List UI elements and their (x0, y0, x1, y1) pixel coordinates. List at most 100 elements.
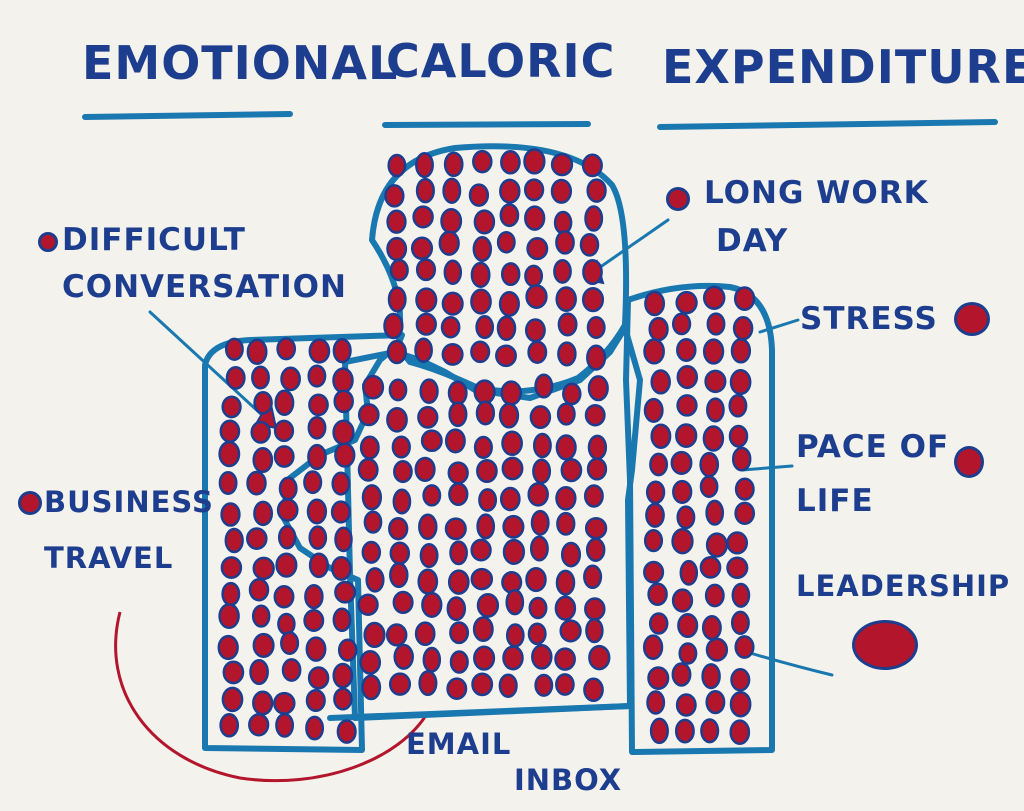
label-business-1: BUSINESS (44, 485, 214, 519)
red-dot (587, 434, 608, 461)
title-word-emotional: EMOTIONAL (82, 36, 399, 90)
red-dot (336, 719, 357, 744)
red-dot (676, 394, 698, 417)
red-dot (303, 609, 325, 632)
bullet-stress (954, 302, 990, 336)
red-dot (361, 674, 382, 701)
red-dot (579, 232, 600, 257)
red-dot (505, 589, 525, 616)
red-dot (221, 395, 242, 419)
red-dot (422, 484, 442, 507)
red-dot (384, 184, 405, 208)
bullet-difficult (38, 232, 58, 252)
red-dot (420, 429, 443, 453)
bullet-leadership (852, 620, 918, 670)
red-dot (701, 663, 721, 690)
red-dot (550, 152, 574, 177)
red-dot (584, 516, 608, 540)
red-dot (389, 541, 411, 565)
red-dot (550, 178, 573, 204)
red-dot (647, 666, 670, 690)
red-dot (224, 337, 244, 361)
red-dot (357, 457, 379, 482)
red-dot (222, 660, 245, 685)
red-dot (449, 650, 469, 674)
red-dot (588, 644, 611, 671)
red-dot (470, 261, 491, 289)
red-dot (359, 435, 380, 460)
red-dot (645, 480, 666, 505)
red-dot (332, 419, 355, 446)
red-dot (252, 446, 274, 474)
red-dot (308, 338, 331, 364)
red-dot (560, 458, 583, 483)
red-dot (277, 612, 296, 636)
red-dot (706, 397, 725, 423)
red-dot (705, 532, 728, 558)
red-dot (337, 638, 358, 662)
underline-3 (657, 119, 998, 130)
red-dot (447, 461, 469, 485)
red-dot (441, 342, 464, 366)
red-dot (333, 389, 354, 414)
red-dot (534, 373, 554, 399)
red-dot (280, 631, 300, 656)
red-dot (671, 528, 694, 555)
red-dot (501, 571, 523, 594)
red-dot (273, 691, 296, 715)
red-dot (393, 643, 414, 670)
red-dot (478, 488, 498, 512)
red-dot (308, 393, 329, 417)
red-dot (246, 470, 267, 496)
red-dot (704, 583, 725, 608)
red-dot (331, 555, 352, 581)
red-dot (475, 315, 495, 340)
red-dot (524, 264, 544, 288)
red-dot (470, 538, 492, 562)
red-dot (446, 596, 467, 622)
red-dot (277, 525, 297, 550)
red-dot (218, 603, 240, 630)
red-dot (557, 341, 577, 367)
red-dot (670, 450, 693, 475)
red-dot (305, 715, 325, 741)
red-dot (418, 670, 438, 697)
red-dot (646, 690, 666, 715)
red-dot (529, 535, 549, 562)
red-dot (586, 178, 607, 203)
red-dot (671, 312, 692, 336)
red-dot (250, 420, 271, 444)
red-dot (553, 210, 573, 235)
red-dot (473, 379, 496, 405)
label-email-2: INBOX (514, 763, 623, 797)
underline-2 (382, 121, 591, 128)
red-dot (534, 673, 554, 697)
red-dot (701, 615, 722, 641)
title-underlines (82, 111, 998, 130)
red-dot (699, 556, 722, 579)
red-dot (678, 642, 698, 665)
red-dot (307, 364, 327, 388)
red-dot (473, 209, 496, 235)
red-dot (278, 476, 298, 501)
red-dot (726, 531, 749, 555)
red-dot (449, 540, 468, 566)
red-dot (523, 178, 545, 202)
red-dot (357, 593, 379, 616)
red-dot (440, 315, 461, 339)
red-dot (525, 284, 548, 309)
red-dot (496, 315, 517, 342)
red-dot (334, 580, 357, 604)
title-word-expenditures: EXPENDITURES (662, 40, 1024, 94)
red-dot (414, 456, 436, 483)
red-dot (332, 338, 352, 364)
red-dot (415, 177, 435, 204)
red-dot (496, 231, 516, 254)
red-dot (393, 460, 413, 484)
red-dot (560, 541, 582, 568)
red-dot (675, 423, 698, 448)
red-dot (449, 621, 470, 645)
red-dot (473, 435, 493, 460)
red-dot (218, 471, 238, 495)
